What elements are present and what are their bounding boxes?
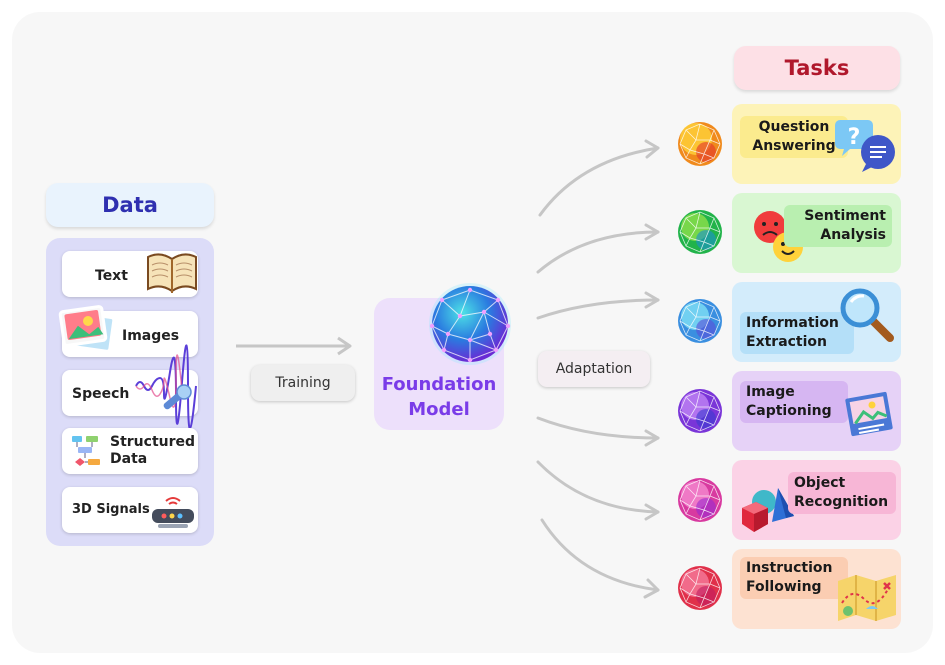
- sphere-information-extraction: [678, 299, 722, 343]
- photos-icon: [58, 305, 116, 353]
- treasure-map-icon: [838, 575, 896, 621]
- task-image-captioning: Image Captioning: [732, 371, 901, 451]
- task-sentiment-analysis: Sentiment Analysis: [732, 193, 901, 273]
- task-label: Question Answering: [740, 116, 848, 158]
- sphere-question-answering: [678, 122, 722, 166]
- task-label: Instruction Following: [740, 557, 848, 599]
- sensor-device-icon: [152, 497, 194, 528]
- microphone-soundwave-icon: [135, 344, 197, 430]
- task-information-extraction: Information Extraction: [732, 282, 901, 362]
- foundation-model-label: Foundation Model: [381, 374, 497, 420]
- task-label: Object Recognition: [788, 472, 896, 514]
- task-label: Information Extraction: [740, 312, 854, 354]
- sphere-image-captioning: [678, 389, 722, 433]
- sphere-instruction-following: [678, 566, 722, 610]
- data-item-structured-data: Structured Data: [62, 428, 198, 474]
- flowchart-icon: [72, 436, 100, 466]
- picture-frame-icon: [845, 391, 893, 437]
- sphere-sentiment-analysis: [678, 210, 722, 254]
- data-item-label: 3D Signals: [72, 502, 150, 517]
- task-object-recognition: Object Recognition: [732, 460, 901, 540]
- book-icon: [147, 253, 197, 293]
- 3d-shapes-icon: [742, 488, 794, 532]
- task-question-answering: Question Answering ?: [732, 104, 901, 184]
- adaptation-label: Adaptation: [538, 351, 650, 387]
- arrow-to-information-extraction: [536, 298, 660, 320]
- arrow-to-question-answering: [538, 146, 660, 217]
- task-label: Sentiment Analysis: [784, 205, 892, 247]
- arrow-to-image-captioning: [536, 416, 660, 440]
- data-item-label: Speech: [72, 386, 130, 402]
- arrow-to-object-recognition: [536, 460, 660, 514]
- chat-question-icon: ?: [835, 120, 895, 172]
- data-header: Data: [46, 183, 214, 227]
- task-instruction-following: Instruction Following: [732, 549, 901, 629]
- data-item-3d-signals: 3D Signals: [62, 487, 198, 533]
- data-item-label: Images: [122, 328, 180, 344]
- neural-sphere-icon: [429, 283, 511, 365]
- magnifier-icon: [840, 288, 894, 342]
- svg-text:?: ?: [848, 125, 861, 150]
- data-item-speech: Speech: [62, 344, 198, 430]
- arrow-to-sentiment-analysis: [536, 230, 660, 274]
- sphere-object-recognition: [678, 478, 722, 522]
- arrow-to-instruction-following: [540, 518, 660, 592]
- data-item-text: Text: [62, 251, 198, 297]
- data-item-label: Structured Data: [110, 434, 196, 467]
- task-label: Image Captioning: [740, 381, 848, 423]
- data-item-label: Text: [95, 268, 128, 284]
- tasks-header: Tasks: [734, 46, 900, 90]
- training-label: Training: [251, 365, 355, 401]
- data-item-images: Images: [58, 305, 198, 357]
